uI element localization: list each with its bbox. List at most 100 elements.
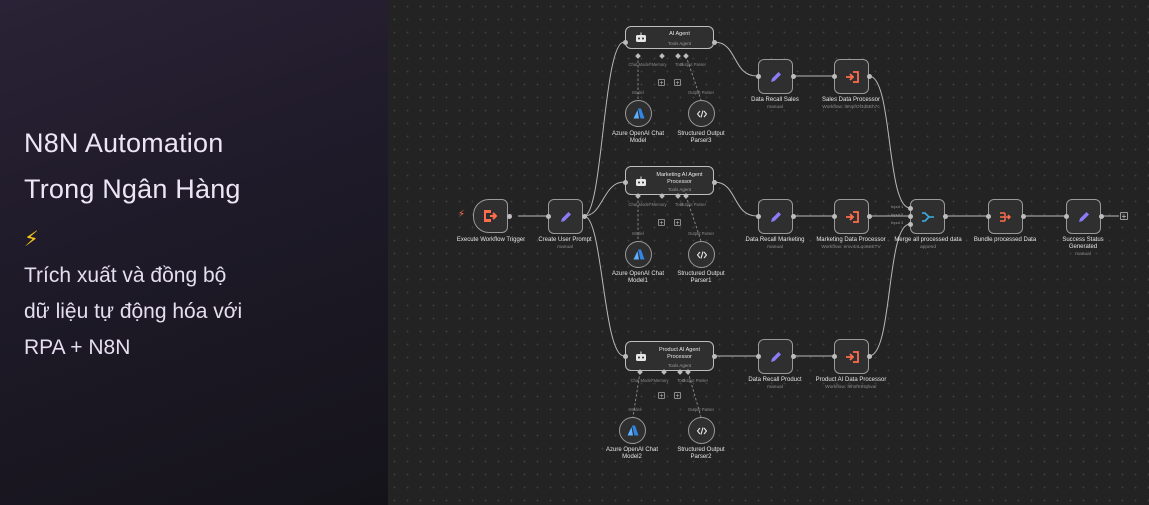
- agent-subtitle: Tools Agent: [667, 363, 692, 368]
- azure-icon: [633, 108, 644, 119]
- node-execute-workflow-trigger[interactable]: [473, 199, 508, 233]
- edge-proc-3-merge: [868, 223, 911, 357]
- port-in[interactable]: [985, 213, 991, 219]
- port-in[interactable]: [755, 353, 761, 359]
- port-in[interactable]: [831, 353, 837, 359]
- add-memory-button[interactable]: +: [658, 219, 665, 227]
- edge-prompt-agent-1: [583, 41, 625, 217]
- node-sublabel: Workflow: erxv4nLqo6eETV: [821, 245, 881, 250]
- node-label: Execute Workflow Trigger: [456, 237, 526, 243]
- port-in-2[interactable]: [907, 213, 913, 219]
- node-azure-openai-chat-model[interactable]: [625, 241, 652, 268]
- node-data-recall-product[interactable]: [758, 339, 793, 374]
- port-in[interactable]: [622, 179, 628, 185]
- title-line-2: Trong Ngân Hàng: [24, 174, 241, 204]
- pencil-icon: [770, 351, 781, 362]
- port-in[interactable]: [831, 73, 837, 79]
- port-in[interactable]: [1063, 213, 1069, 219]
- add-tool-button[interactable]: +: [674, 392, 681, 400]
- port-out[interactable]: [711, 39, 717, 45]
- port-out[interactable]: [790, 213, 796, 219]
- port-label: Memory: [651, 62, 667, 67]
- node-sublabel: Workflow: l5NpfOf4d5Eh7c: [822, 105, 880, 110]
- port-label: Output Parser: [681, 378, 709, 383]
- node-ai-agent[interactable]: AI Agent Tools Agent: [625, 26, 714, 49]
- port-out[interactable]: [790, 353, 796, 359]
- pencil-icon: [1078, 211, 1089, 222]
- node-bundle-processed-data[interactable]: [988, 199, 1023, 234]
- port-out[interactable]: [581, 213, 587, 219]
- node-sublabel: Workflow: l9hsfK9tqhvar: [825, 385, 877, 390]
- node-data-recall-sales[interactable]: [758, 59, 793, 94]
- add-tool-button[interactable]: +: [674, 219, 681, 227]
- add-memory-button[interactable]: +: [658, 392, 665, 400]
- node-data-recall-marketing[interactable]: [758, 199, 793, 234]
- input-label: Input 1: [891, 204, 904, 209]
- node-structured-output-parser[interactable]: [688, 100, 715, 127]
- port-in-3[interactable]: [907, 221, 913, 227]
- port-in[interactable]: [755, 213, 761, 219]
- port-out[interactable]: [866, 213, 872, 219]
- node-merge-all-processed-data[interactable]: [910, 199, 945, 234]
- node-azure-openai-chat-model[interactable]: [619, 417, 646, 444]
- edge-model-3: [632, 371, 641, 418]
- port-out[interactable]: [866, 73, 872, 79]
- workflow-canvas[interactable]: ⚡ Execute Workflow Trigger Create User P…: [388, 0, 1149, 505]
- node-label: Data Recall Product: [748, 377, 802, 383]
- node-label: Data Recall Marketing: [745, 237, 805, 243]
- port-out[interactable]: [506, 213, 512, 219]
- aggregate-icon: [999, 211, 1011, 222]
- add-node-button[interactable]: +: [1120, 212, 1128, 221]
- node-azure-openai-chat-model[interactable]: [625, 100, 652, 127]
- port-label: Chat Model*: [628, 202, 652, 207]
- subtitle-line-1: ⚡Trích xuất và đồng bộ: [24, 222, 364, 294]
- azure-icon: [627, 425, 638, 436]
- node-label: Product AI Data Processor: [815, 377, 887, 383]
- edge-proc-1-merge: [868, 75, 911, 209]
- port-out[interactable]: [1098, 213, 1104, 219]
- parser-tag: Output Parser: [687, 407, 715, 412]
- port-label: Chat Model*: [628, 62, 652, 67]
- node-label: Marketing Data Processor: [816, 237, 886, 243]
- node-success-status-generated[interactable]: [1066, 199, 1101, 234]
- port-out[interactable]: [711, 353, 717, 359]
- node-marketing-data-processor[interactable]: [834, 199, 869, 234]
- node-sales-data-processor[interactable]: [834, 59, 869, 94]
- page-subtitle: ⚡Trích xuất và đồng bộ dữ liệu tự động h…: [24, 222, 364, 366]
- parser-tag: Output Parser: [687, 90, 715, 95]
- port-out[interactable]: [790, 73, 796, 79]
- node-structured-output-parser[interactable]: [688, 417, 715, 444]
- subtitle-line-3: RPA + N8N: [24, 336, 131, 359]
- port-in-1[interactable]: [907, 205, 913, 211]
- robot-icon: [636, 32, 646, 42]
- port-in[interactable]: [622, 39, 628, 45]
- port-out[interactable]: [942, 213, 948, 219]
- azure-icon: [633, 249, 644, 260]
- pencil-icon: [770, 211, 781, 222]
- port-out[interactable]: [1020, 213, 1026, 219]
- agent-subtitle: Tools Agent: [667, 187, 692, 192]
- port-in[interactable]: [545, 213, 551, 219]
- port-out[interactable]: [711, 179, 717, 185]
- parser-tag: Output Parser: [687, 231, 715, 236]
- node-product-ai-data-processor[interactable]: [834, 339, 869, 374]
- model-tag: Model: [632, 231, 644, 236]
- add-memory-button[interactable]: +: [658, 79, 665, 87]
- port-out[interactable]: [866, 353, 872, 359]
- add-tool-button[interactable]: +: [674, 79, 681, 87]
- node-sublabel: manual: [767, 245, 783, 250]
- port-in[interactable]: [755, 73, 761, 79]
- node-structured-output-parser[interactable]: [688, 241, 715, 268]
- port-in[interactable]: [831, 213, 837, 219]
- port-in[interactable]: [622, 353, 628, 359]
- execute-workflow-icon: [845, 210, 859, 223]
- node-create-user-prompt[interactable]: [548, 199, 583, 234]
- edge-parser-2: [685, 195, 702, 242]
